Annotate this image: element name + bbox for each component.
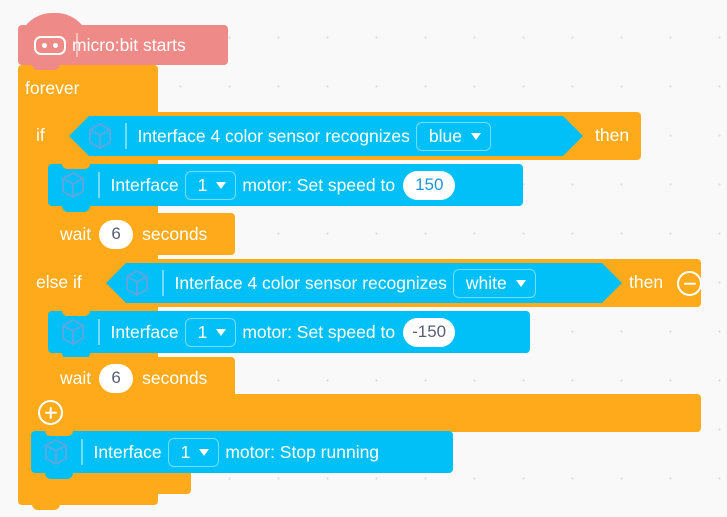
divider — [76, 33, 78, 57]
microbit-icon — [34, 36, 66, 55]
divider — [162, 270, 164, 296]
motor-2-label-after: motor: Set speed to — [242, 321, 396, 342]
motor-2-speed-input[interactable]: -150 — [403, 317, 456, 347]
condition-2-color-dropdown[interactable]: white — [452, 268, 536, 298]
condition-2-dropdown-value: white — [465, 272, 507, 293]
motor-2-interface-dropdown[interactable]: 1 — [184, 317, 237, 347]
hat-block-label: micro:bit starts — [72, 34, 186, 55]
motor-stop-interface-dropdown[interactable]: 1 — [167, 437, 220, 467]
minus-circle-icon[interactable] — [677, 271, 702, 296]
motor-1-speed-input[interactable]: 150 — [403, 170, 456, 200]
cube-icon — [62, 319, 84, 345]
if-keyword: if — [36, 125, 45, 145]
hat-block-microbit-starts[interactable]: micro:bit starts — [18, 25, 228, 65]
motor-1-label-after: motor: Set speed to — [242, 174, 396, 195]
then-keyword-1: then — [595, 125, 630, 145]
wait-1-seconds-input[interactable]: 6 — [99, 219, 134, 249]
condition-2-text: Interface 4 color sensor recognizes — [174, 272, 447, 293]
condition-1-color-dropdown[interactable]: blue — [415, 121, 491, 151]
block-motor-stop-running[interactable]: Interface 1 motor: Stop running — [31, 431, 453, 479]
motor-1-dropdown-value: 1 — [197, 174, 208, 195]
forever-label: forever — [25, 77, 80, 98]
plus-circle-icon[interactable] — [38, 400, 63, 425]
condition-1-text: Interface 4 color sensor recognizes — [137, 125, 410, 146]
block-motor-set-speed-1[interactable]: Interface 1 motor: Set speed to 150 — [48, 164, 523, 212]
motor-stop-dropdown-value: 1 — [180, 441, 191, 462]
cube-icon — [45, 439, 67, 465]
chevron-down-icon — [470, 132, 481, 140]
motor-stop-label-after: motor: Stop running — [225, 441, 380, 462]
forever-block-bottom-tab — [32, 504, 60, 510]
wait-2-seconds-input[interactable]: 6 — [99, 363, 134, 393]
else-if-keyword: else if — [36, 272, 82, 292]
motor-2-dropdown-value: 1 — [197, 321, 208, 342]
then-keyword-2: then — [629, 272, 664, 292]
motor-stop-label-before: Interface — [93, 441, 162, 462]
block-motor-set-speed-2[interactable]: Interface 1 motor: Set speed to -150 — [48, 311, 530, 359]
if-block-bottom-tab — [45, 493, 73, 499]
chevron-down-icon — [515, 279, 526, 287]
chevron-down-icon — [216, 328, 227, 336]
motor-2-label-before: Interface — [110, 321, 179, 342]
cube-icon — [89, 123, 111, 149]
wait-1-label-after: seconds — [142, 223, 208, 244]
motor-1-interface-dropdown[interactable]: 1 — [184, 170, 237, 200]
wait-2-label-after: seconds — [142, 367, 208, 388]
block-wait-1[interactable]: wait 6 seconds — [48, 213, 235, 261]
cube-icon — [62, 172, 84, 198]
block-wait-2[interactable]: wait 6 seconds — [48, 357, 235, 405]
motor-1-label-before: Interface — [110, 174, 179, 195]
forever-block-label-row[interactable]: forever — [18, 72, 158, 104]
divider — [98, 319, 100, 345]
boolean-condition-2[interactable]: Interface 4 color sensor recognizes whit… — [106, 263, 622, 303]
divider — [125, 123, 127, 149]
divider — [98, 172, 100, 198]
wait-1-label-before: wait — [60, 223, 92, 244]
wait-2-label-before: wait — [60, 367, 92, 388]
chevron-down-icon — [199, 448, 210, 456]
condition-1-dropdown-value: blue — [428, 125, 462, 146]
boolean-condition-1[interactable]: Interface 4 color sensor recognizes blue — [69, 116, 583, 156]
cube-icon — [126, 270, 148, 296]
hat-block-bottom-tab — [32, 64, 60, 70]
chevron-down-icon — [216, 181, 227, 189]
if-block-add-branch-row[interactable] — [31, 394, 701, 432]
divider — [81, 439, 83, 465]
